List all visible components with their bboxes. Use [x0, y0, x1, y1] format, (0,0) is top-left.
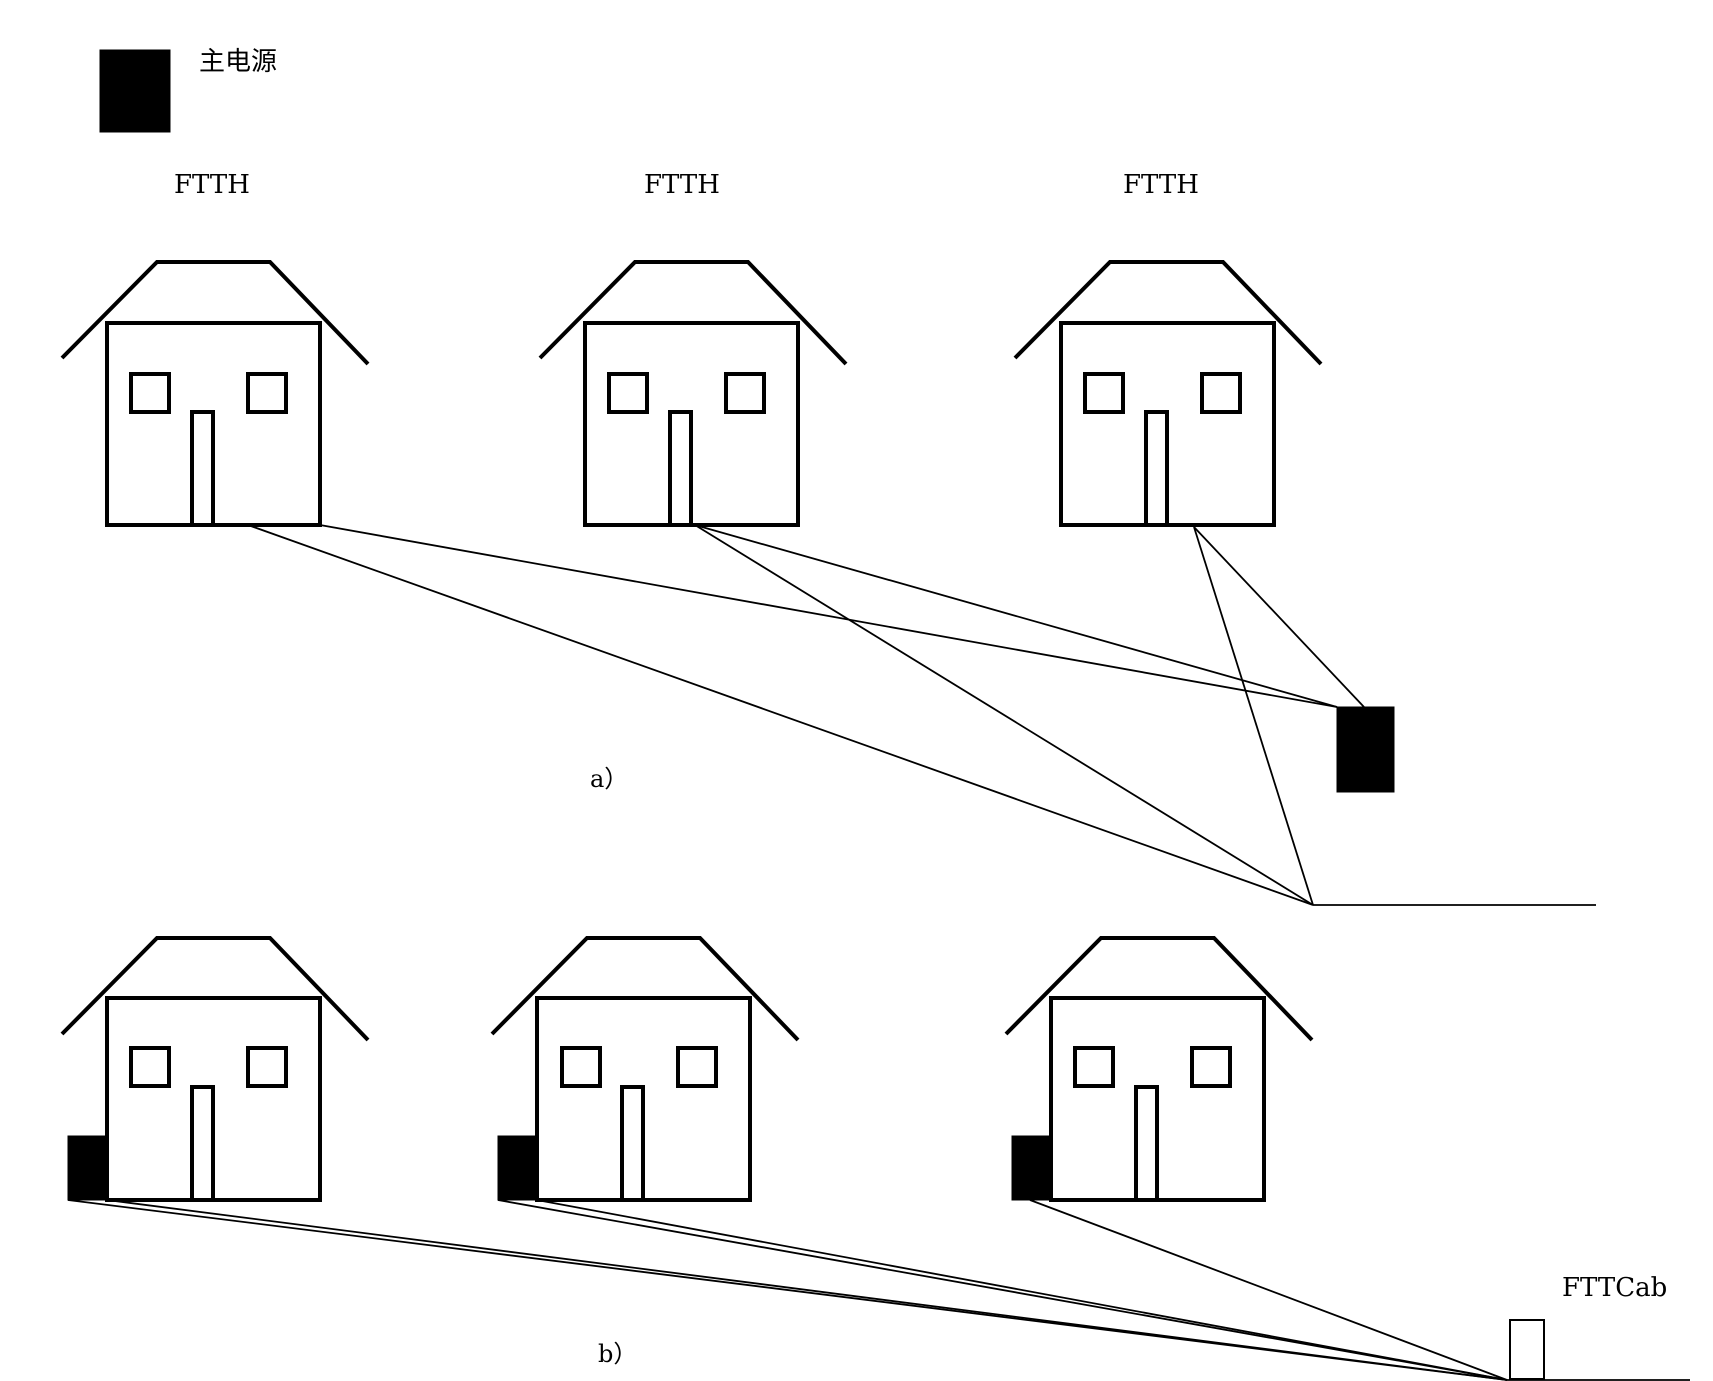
house-b1	[60, 936, 370, 1202]
legend-power-swatch	[99, 49, 171, 133]
house-a3	[1013, 260, 1323, 527]
house-b2-power-source	[497, 1135, 538, 1201]
house-b2	[490, 936, 800, 1202]
house-b1-power-source	[67, 1135, 108, 1201]
house-b3-power-source	[1011, 1135, 1052, 1201]
power-cables-a	[319, 524, 1365, 708]
fttcab-label: FTTCab	[1562, 1273, 1667, 1303]
panel-b: FTTCab b）	[60, 936, 1690, 1381]
legend: 主电源	[99, 47, 277, 133]
fttcab-cabinet	[1509, 1319, 1545, 1380]
legend-label: 主电源	[199, 47, 277, 77]
fiber-drops-a	[247, 524, 1596, 906]
panel-a-caption: a）	[590, 765, 628, 793]
house-a1-label: FTTH	[174, 170, 250, 200]
house-a3-label: FTTH	[1123, 170, 1199, 200]
fiber-drops-b	[67, 1199, 1690, 1381]
house-b3	[1004, 936, 1314, 1202]
house-a2	[538, 260, 848, 527]
house-a2-label: FTTH	[644, 170, 720, 200]
panel-a: FTTH FTTH FTTH	[60, 170, 1596, 906]
panel-b-caption: b）	[598, 1340, 637, 1368]
house-a1	[60, 260, 370, 527]
central-power-source	[1336, 706, 1395, 793]
